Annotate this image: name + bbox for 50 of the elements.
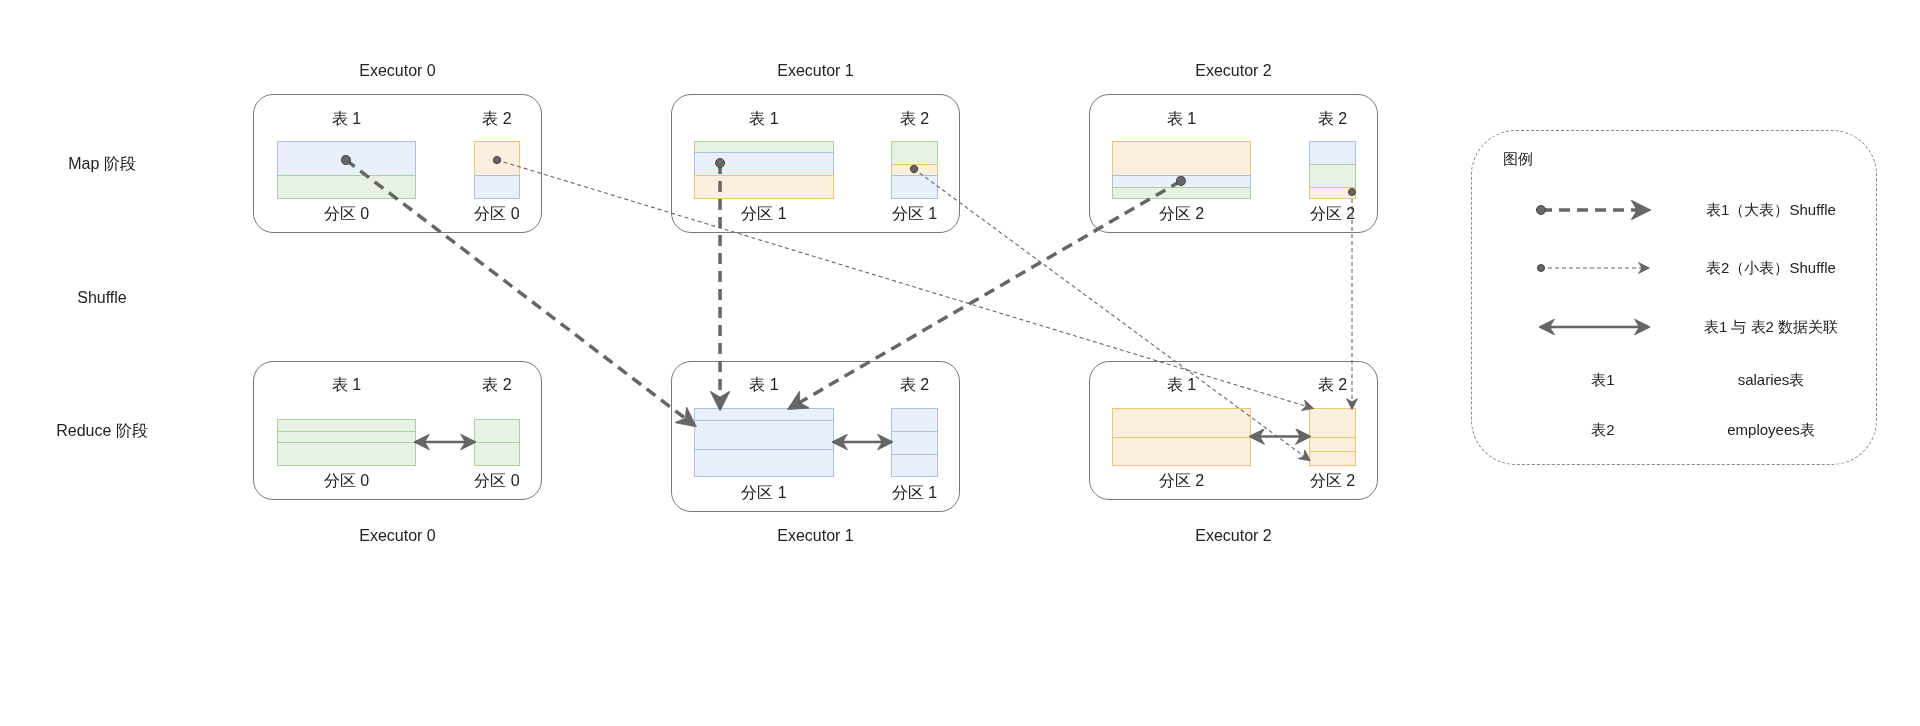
executor-label: Executor 2 (1195, 526, 1272, 546)
executor-label: Executor 1 (777, 526, 854, 546)
partition-label: 分区 2 (1158, 471, 1205, 491)
table-label: 表 2 (482, 375, 512, 395)
table-label: 表 2 (1317, 109, 1348, 129)
legend-table-text: 表1 (1591, 370, 1615, 390)
executor-label: Executor 2 (1195, 61, 1272, 81)
table-label: 表 1 (1166, 109, 1197, 129)
join-arrow (1248, 428, 1312, 445)
stage-label: Map 阶段 (68, 154, 136, 174)
partition-label: 分区 1 (741, 483, 787, 503)
partition-label: 分区 0 (323, 471, 370, 491)
partition-label: 分区 0 (323, 204, 370, 224)
legend-title: 图例 (1503, 149, 1533, 169)
stage-label: Reduce 阶段 (56, 421, 148, 441)
table-label: 表 2 (899, 109, 930, 129)
legend-table-text: employees表 (1727, 420, 1815, 440)
partition-label: 分区 2 (1158, 204, 1205, 224)
join-arrow (413, 433, 477, 451)
legend-text: 表1（大表）Shuffle (1706, 200, 1836, 220)
table-label: 表 1 (749, 109, 779, 129)
partition-label: 分区 2 (1309, 204, 1356, 224)
legend-text: 表1 与 表2 数据关联 (1703, 317, 1839, 337)
shuffle-arrow (910, 164, 1311, 462)
shuffle-arrow (493, 156, 1314, 411)
join-arrow (831, 433, 894, 451)
legend-table-text: 表2 (1591, 420, 1615, 440)
executor-label: Executor 0 (359, 526, 436, 546)
shuffle-arrow (709, 158, 731, 412)
table-label: 表 2 (1317, 375, 1348, 395)
legend-text: 表2（小表）Shuffle (1706, 258, 1836, 278)
shuffle-arrow (340, 155, 697, 428)
table-label: 表 1 (331, 109, 362, 129)
table-label: 表 2 (482, 109, 512, 129)
shuffle-arrow (1346, 188, 1358, 410)
table-label: 表 2 (899, 375, 930, 395)
executor-label: Executor 1 (777, 61, 854, 81)
partition-label: 分区 0 (474, 471, 520, 491)
stage-label: Shuffle (77, 288, 127, 308)
table-label: 表 1 (331, 375, 362, 395)
partition-label: 分区 0 (474, 204, 520, 224)
partition-label: 分区 1 (741, 204, 787, 224)
shuffle-arrow (787, 175, 1186, 410)
partition-label: 分区 1 (891, 204, 938, 224)
partition-label: 分区 1 (891, 483, 938, 503)
partition-label: 分区 2 (1309, 471, 1356, 491)
table-label: 表 1 (749, 375, 779, 395)
legend-table-text: salaries表 (1737, 370, 1805, 390)
table-label: 表 1 (1166, 375, 1197, 395)
executor-label: Executor 0 (359, 61, 436, 81)
